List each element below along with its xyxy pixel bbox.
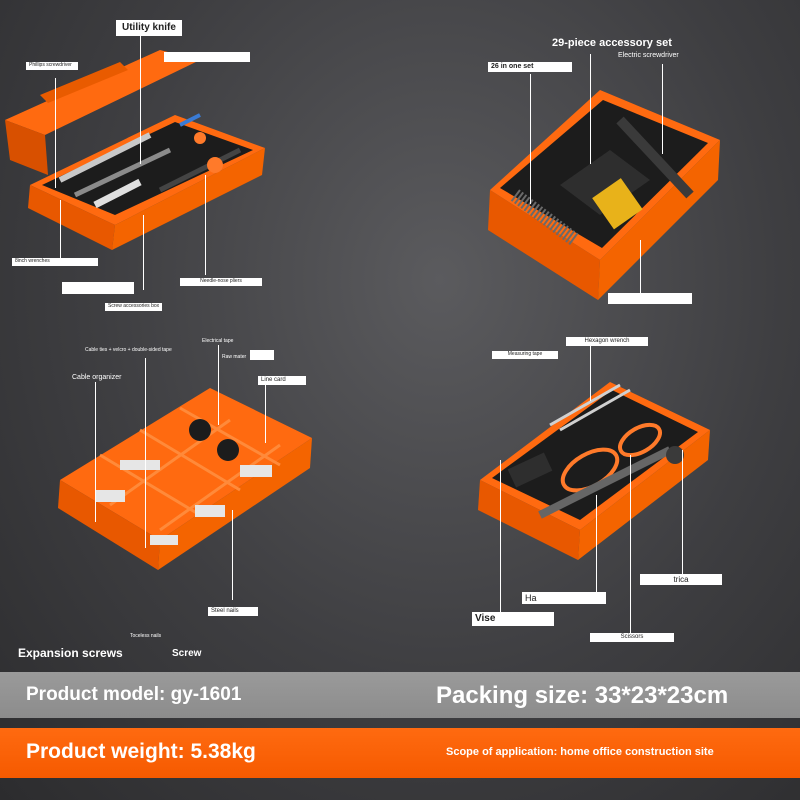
scope-of-application: Scope of application: home office constr… [446,746,714,758]
product-weight: Product weight: 5.38kg [26,740,256,763]
label-toceless-nails: Toceless nails [130,633,162,639]
label-phillips: Phillips screwdriver [26,62,78,70]
label-electrical-tape: Electrical tape [202,338,234,344]
label-scissors: Scissors [590,633,674,642]
label-in-one-set: 26 in one set [488,62,572,73]
toolbox-illustration [5,50,265,250]
label-electric-screwdriver: Electric screwdriver [618,52,679,59]
label-cable-ties: Cable ties + velcro + double-sided tape [85,347,172,353]
toolbox-panel-bottom-right: Hexagon wrench Measuring tape trica Ha V… [400,330,800,670]
label-screw-box: Screw accessories box [105,303,163,311]
toolbox-panel-top-left: Utility knife Phillips screwdriver 8inch… [0,0,400,330]
label-expansion-screws: Expansion screws [18,646,123,660]
label-measuring-tape: Measuring tape [492,351,558,359]
organizer-tray-illustration [58,388,312,570]
product-model: Product model: gy-1601 [26,684,242,705]
label-cable-organizer: Cable organizer [72,374,122,381]
label-partial-top-right: shli [608,293,692,305]
label-electrical-partial: trica [640,574,722,586]
label-screw: Screw [172,648,202,659]
label-hammer-partial: Ha [522,592,606,605]
label-utility-knife: Utility knife [116,20,182,36]
label-blank-raw [250,350,274,360]
hand-tools-case-illustration [478,382,710,560]
label-line-card: Line card [258,376,306,385]
label-raw-material: Raw mater [222,354,247,360]
info-bar-grey: Product model: gy-1601 Packing size: 33*… [0,672,800,718]
label-blank-top [164,52,250,62]
packing-size: Packing size: 33*23*23cm [436,682,729,709]
accessory-case-illustration [488,90,720,300]
label-blank-mid [62,282,134,294]
label-needle-pliers: Needle-nose pliers [180,278,262,286]
label-wrench: 8inch wrenches [12,258,98,266]
label-steel-nails: Steel nails [208,607,258,616]
info-bar-orange: Product weight: 5.38kg Scope of applicat… [0,728,800,778]
toolbox-panel-top-right: 29-piece accessory set 26 in one set Ele… [400,0,800,330]
label-hexagon-wrench: Hexagon wrench [566,337,648,346]
label-accessory-set: 29-piece accessory set [552,37,672,49]
label-vise: Vise [472,612,554,626]
toolbox-panel-bottom-left: Cable ties + velcro + double-sided tape … [0,330,400,670]
